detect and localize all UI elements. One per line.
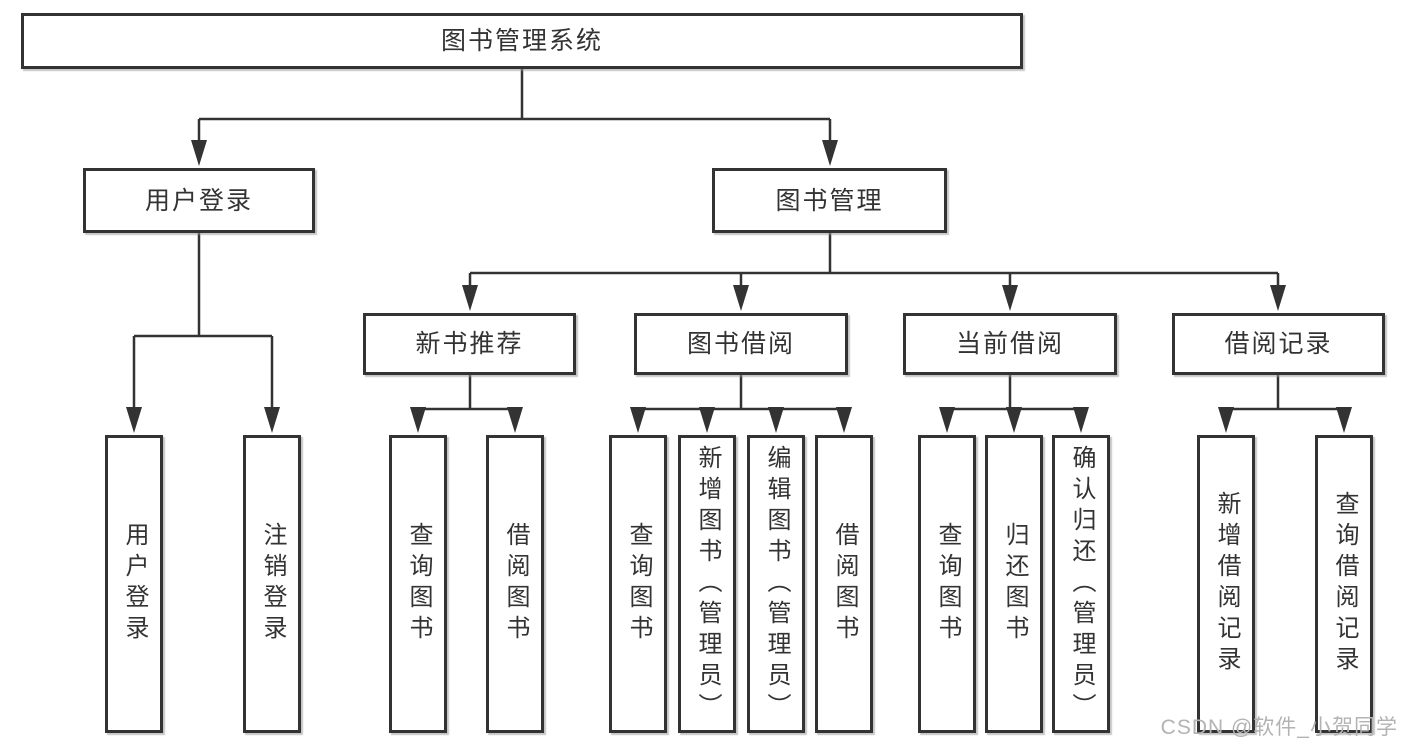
leaf-borrowing-edit-books-admin: 编辑图书（管理员） [747,435,805,733]
node-label: 图书管理系统 [440,27,603,55]
leaf-current-return-books: 归还图书 [985,435,1043,733]
node-label: 当前借阅 [955,330,1064,358]
node-book-management-branch: 图书管理 [712,168,947,233]
node-label: 借阅记录 [1224,330,1333,358]
leaf-borrowing-query-books: 查询图书 [609,435,667,733]
node-label: 新增借阅记录 [1213,491,1240,677]
arrowhead-icons [126,140,1352,433]
leaf-borrowing-add-books-admin: 新增图书（管理员） [678,435,736,733]
leaf-user-login: 用户登录 [105,435,163,733]
node-library-management-system: 图书管理系统 [21,13,1023,69]
node-label: 图书借阅 [686,330,795,358]
node-current-borrowing: 当前借阅 [903,313,1117,375]
node-label: 用户登录 [144,186,253,215]
node-label: 查询借阅记录 [1331,491,1358,677]
node-label: 图书管理 [775,186,884,215]
node-label: 查询图书 [934,522,961,646]
node-label: 借阅图书 [831,522,858,646]
node-user-login-branch: 用户登录 [83,168,315,233]
leaf-records-add-borrow-record: 新增借阅记录 [1197,435,1255,733]
node-book-borrowing: 图书借阅 [634,313,848,375]
leaf-newbooks-borrow-books: 借阅图书 [486,435,544,733]
leaf-newbooks-query-books: 查询图书 [389,435,447,733]
leaf-current-query-books: 查询图书 [918,435,976,733]
node-label: 新增图书（管理员） [694,444,721,724]
node-label: 查询图书 [405,522,432,646]
node-label: 确认归还（管理员） [1068,444,1095,724]
node-label: 借阅图书 [502,522,529,646]
node-new-book-recommend: 新书推荐 [363,313,576,375]
node-label: 注销登录 [259,522,286,646]
node-label: 查询图书 [625,522,652,646]
node-label: 新书推荐 [415,330,524,358]
leaf-borrowing-borrow-books: 借阅图书 [815,435,873,733]
node-label: 用户登录 [121,522,148,646]
leaf-records-query-borrow-record: 查询借阅记录 [1315,435,1373,733]
leaf-current-confirm-return-admin: 确认归还（管理员） [1052,435,1110,733]
node-borrowing-records: 借阅记录 [1172,313,1385,375]
csdn-watermark: CSDN @软件_小贺同学 [1160,716,1398,739]
node-label: 编辑图书（管理员） [763,444,790,724]
leaf-logout: 注销登录 [243,435,301,733]
node-label: 归还图书 [1001,522,1028,646]
